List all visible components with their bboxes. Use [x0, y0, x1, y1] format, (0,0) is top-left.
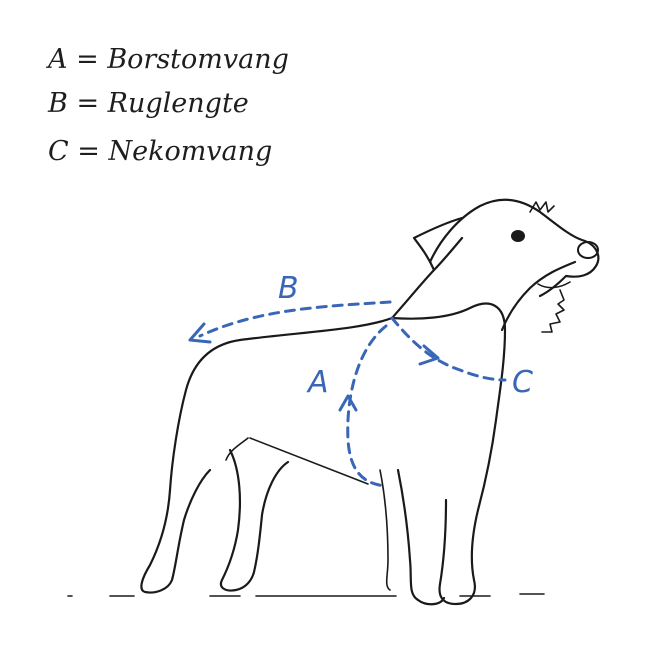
dog-illustration	[140, 198, 600, 606]
dog-eyebrow	[529, 201, 555, 213]
legend-item-a: A = Borstomvang	[45, 44, 289, 75]
measure-c-arrowhead	[418, 344, 440, 366]
dog-belly	[249, 437, 369, 485]
marker-c: C	[512, 365, 533, 400]
measure-b: B	[188, 271, 392, 344]
measure-a-arrowhead	[338, 394, 358, 412]
ground-line	[67, 593, 545, 597]
measure-b-line	[198, 300, 392, 338]
dog-front-leg-far	[379, 469, 391, 591]
dog-throat	[500, 260, 577, 332]
dog-front-leg-near	[396, 468, 446, 606]
dog-head	[428, 198, 600, 298]
dog-chest	[390, 302, 507, 606]
measure-c: C	[390, 316, 533, 400]
dog-hind-leg-front	[225, 437, 249, 461]
marker-a: A	[306, 365, 329, 400]
dog-neck-back	[390, 268, 436, 320]
dog-ear	[412, 216, 464, 272]
marker-b: B	[278, 271, 299, 306]
measure-b-arrowhead	[188, 322, 212, 344]
dog-mouth	[537, 281, 571, 289]
measure-a: A	[306, 324, 388, 488]
legend-item-c: C = Nekomvang	[48, 136, 272, 167]
legend-item-b: B = Ruglengte	[47, 88, 249, 119]
ground	[67, 593, 545, 597]
dog-back-outline	[140, 316, 394, 594]
dog-nose	[577, 241, 599, 259]
dog-beard	[541, 289, 565, 333]
dog-eye	[511, 230, 525, 242]
dog-hind-leg-rear	[219, 448, 290, 592]
legend: A = Borstomvang B = Ruglengte C = Nekomv…	[45, 44, 289, 167]
measure-c-line	[390, 316, 507, 382]
measure-a-line	[346, 324, 388, 488]
